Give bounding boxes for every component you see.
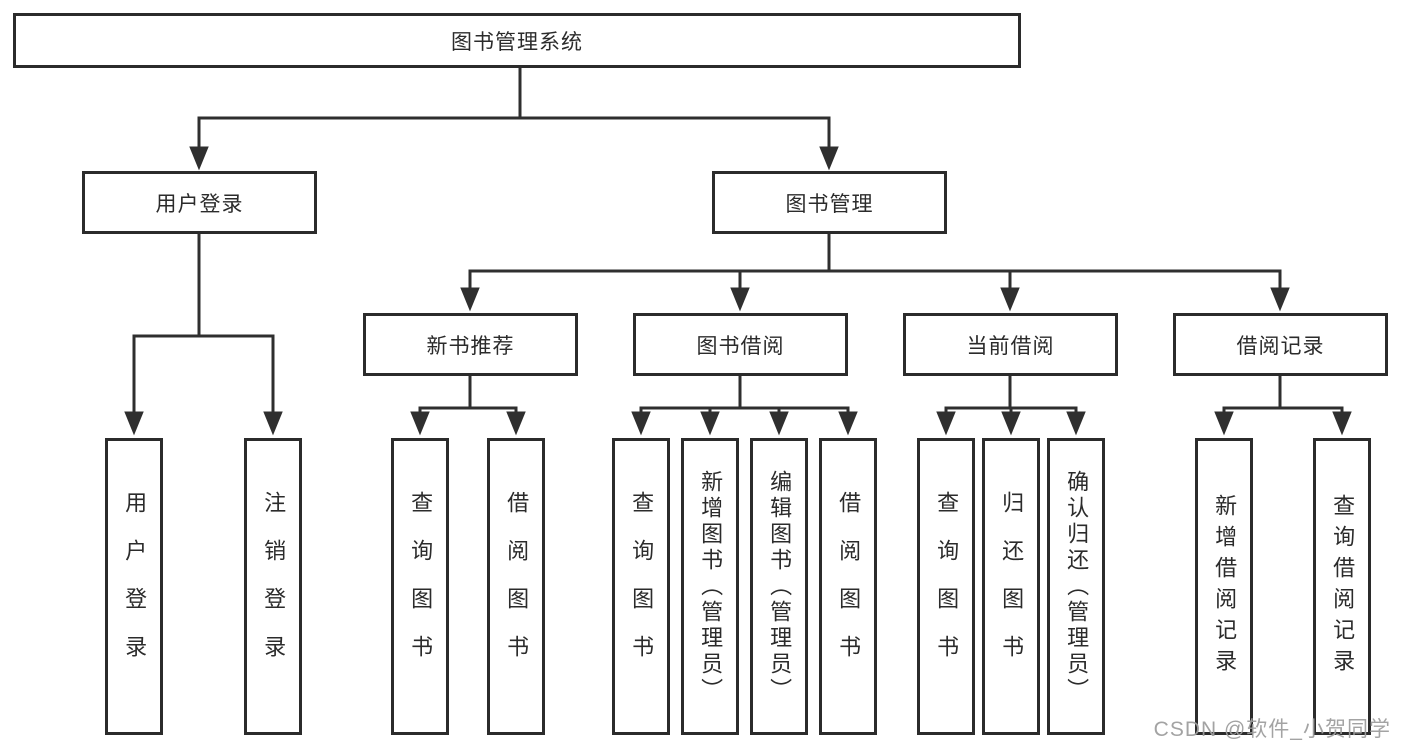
leaf-query-books-recommend: 查询图书 — [391, 438, 449, 735]
leaf-user-login: 用户登录 — [105, 438, 163, 735]
node-new-book-recommend-label: 新书推荐 — [426, 334, 515, 358]
leaf-query-books-borrow: 查询图书 — [612, 438, 670, 735]
leaf-logout: 注销登录 — [244, 438, 302, 735]
leaf-user-login-label: 用户登录 — [122, 490, 148, 683]
node-new-book-recommend: 新书推荐 — [363, 313, 578, 376]
leaf-borrow-books-recommend-label: 借阅图书 — [504, 490, 530, 683]
node-current-borrow-label: 当前借阅 — [966, 334, 1055, 358]
leaf-query-books-current-label: 查询图书 — [934, 490, 960, 683]
node-book-borrow-label: 图书借阅 — [696, 334, 785, 358]
leaf-query-books-recommend-label: 查询图书 — [408, 490, 434, 683]
node-book-borrow: 图书借阅 — [633, 313, 848, 376]
leaf-confirm-return-admin: 确认归还（管理员） — [1047, 438, 1105, 735]
node-user-login: 用户登录 — [82, 171, 317, 234]
leaf-add-book-admin-label: 新增图书（管理员） — [698, 469, 724, 704]
leaf-return-book: 归还图书 — [982, 438, 1040, 735]
node-root-label: 图书管理系统 — [451, 30, 583, 54]
leaf-confirm-return-admin-label: 确认归还（管理员） — [1064, 469, 1090, 704]
leaf-query-borrow-record: 查询借阅记录 — [1313, 438, 1371, 735]
connector-book-borrow-children — [631, 376, 858, 436]
leaf-query-books-borrow-label: 查询图书 — [629, 490, 655, 683]
leaf-query-books-current: 查询图书 — [917, 438, 975, 735]
leaf-edit-book-admin: 编辑图书（管理员） — [750, 438, 808, 735]
leaf-add-borrow-record: 新增借阅记录 — [1195, 438, 1253, 735]
connector-root-to-level2 — [189, 68, 839, 171]
node-book-management: 图书管理 — [712, 171, 947, 234]
node-user-login-label: 用户登录 — [155, 192, 244, 216]
connector-book-management-children — [460, 234, 1290, 312]
leaf-borrow-books: 借阅图书 — [819, 438, 877, 735]
node-borrow-records: 借阅记录 — [1173, 313, 1388, 376]
csdn-watermark: CSDN @软件_小贺同学 — [1153, 718, 1391, 741]
leaf-add-borrow-record-label: 新增借阅记录 — [1212, 493, 1238, 680]
leaf-query-borrow-record-label: 查询借阅记录 — [1330, 493, 1356, 680]
connector-current-borrow-children — [936, 376, 1086, 436]
connector-user-login-children — [124, 234, 283, 436]
node-current-borrow: 当前借阅 — [903, 313, 1118, 376]
node-book-management-label: 图书管理 — [785, 192, 874, 216]
leaf-borrow-books-label: 借阅图书 — [836, 490, 862, 683]
connector-borrow-records-children — [1214, 376, 1352, 436]
connector-new-book-children — [410, 376, 526, 436]
leaf-add-book-admin: 新增图书（管理员） — [681, 438, 739, 735]
leaf-return-book-label: 归还图书 — [999, 490, 1025, 683]
leaf-edit-book-admin-label: 编辑图书（管理员） — [767, 469, 793, 704]
leaf-borrow-books-recommend: 借阅图书 — [487, 438, 545, 735]
leaf-logout-label: 注销登录 — [261, 490, 287, 683]
node-root: 图书管理系统 — [13, 13, 1021, 68]
node-borrow-records-label: 借阅记录 — [1236, 334, 1325, 358]
